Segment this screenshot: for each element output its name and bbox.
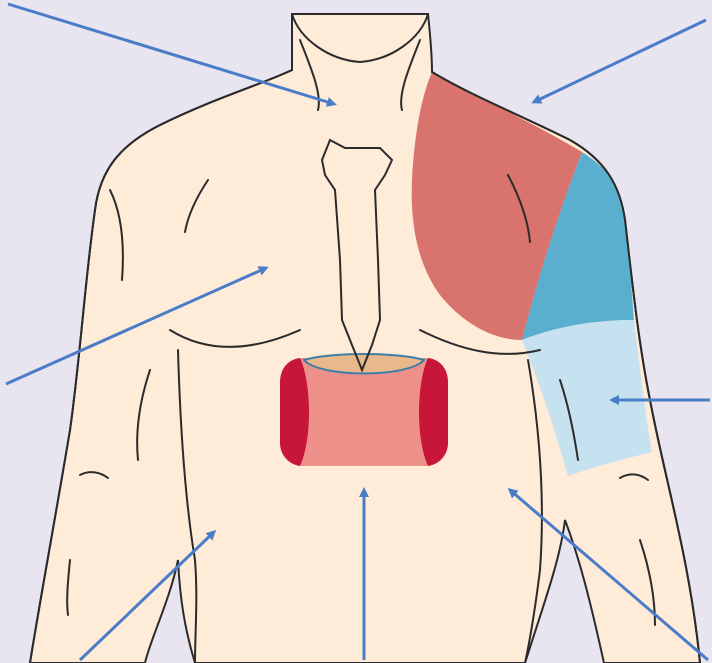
abdomen-patch-left-side xyxy=(280,358,309,466)
abdomen-patch-right-side xyxy=(419,358,448,466)
neck-arrow xyxy=(8,4,334,104)
top-shoulder-arrow xyxy=(534,20,706,102)
